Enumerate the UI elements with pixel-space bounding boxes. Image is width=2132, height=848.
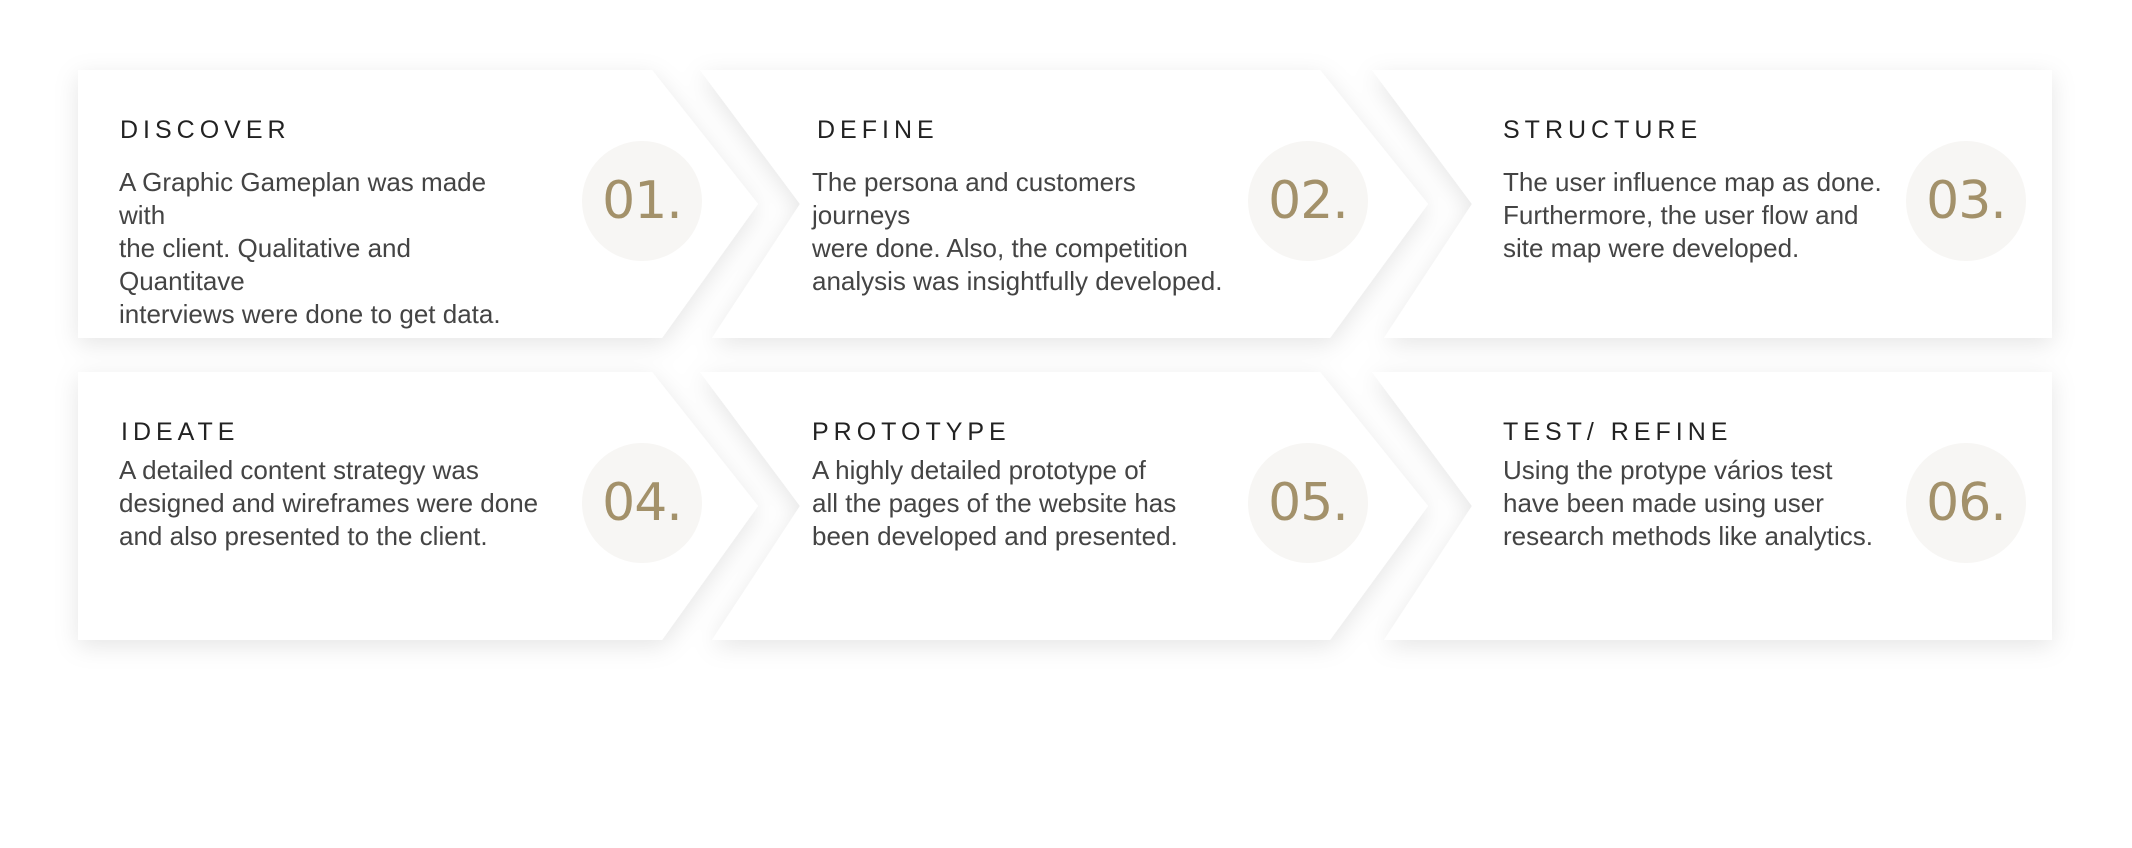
step-number-badge: 02. <box>1248 141 1368 261</box>
step-card-structure: STRUCTURE The user influence map as done… <box>1370 68 2050 338</box>
step-number: 01. <box>602 171 683 231</box>
step-title: TEST/ REFINE <box>1503 418 1733 446</box>
step-number-badge: 05. <box>1248 443 1368 563</box>
step-description: A Graphic Gameplan was made with the cli… <box>119 167 501 329</box>
step-description: A highly detailed prototype of all the p… <box>812 455 1178 551</box>
step-shape-start <box>78 70 758 338</box>
step-shape-middle <box>700 70 1428 338</box>
step-description: A detailed content strategy was designed… <box>119 455 539 551</box>
step-number: 06. <box>1926 473 2007 533</box>
step-number: 03. <box>1926 171 2007 231</box>
step-card-ideate: IDEATE A detailed content strategy was d… <box>78 370 758 640</box>
step-number-badge: 03. <box>1906 141 2026 261</box>
step-title: DEFINE <box>817 116 939 144</box>
step-description: The persona and customers journeys were … <box>812 167 1223 296</box>
step-number-badge: 06. <box>1906 443 2026 563</box>
step-title: STRUCTURE <box>1503 116 1703 144</box>
step-card-define: DEFINE The persona and customers journey… <box>700 68 1400 338</box>
step-card-discover: DISCOVER A Graphic Gameplan was made wit… <box>78 68 758 338</box>
step-description: The user influence map as done. Furtherm… <box>1503 167 1882 263</box>
step-number-badge: 04. <box>582 443 702 563</box>
step-description: Using the protype vários test have been … <box>1503 455 1873 551</box>
step-shape-end <box>1372 372 2052 640</box>
step-number: 05. <box>1268 473 1349 533</box>
step-shape-end <box>1372 70 2052 338</box>
step-number-badge: 01. <box>582 141 702 261</box>
step-number: 04. <box>602 473 683 533</box>
step-card-prototype: PROTOTYPE A highly detailed prototype of… <box>700 370 1400 640</box>
step-shape-start <box>78 372 758 640</box>
step-shape-middle <box>700 372 1428 640</box>
step-title: IDEATE <box>121 418 240 446</box>
step-card-test-refine: TEST/ REFINE Using the protype vários te… <box>1370 370 2050 640</box>
step-title: PROTOTYPE <box>812 418 1011 446</box>
step-number: 02. <box>1268 171 1349 231</box>
step-title: DISCOVER <box>120 116 291 144</box>
